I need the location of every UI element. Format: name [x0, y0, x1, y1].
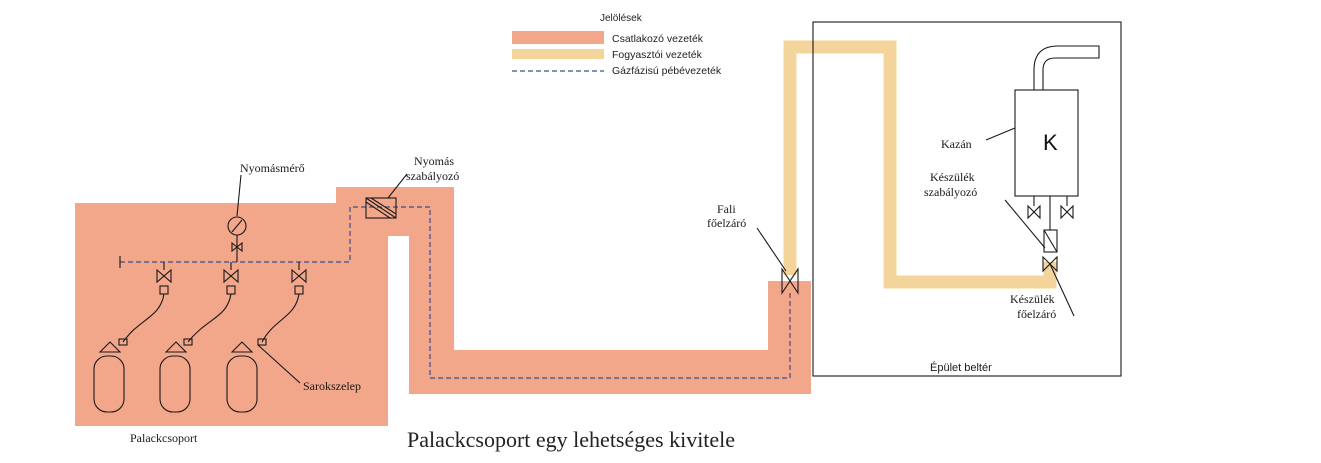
legend-label-consumer-pipe: Fogyasztói vezeték — [612, 49, 703, 61]
boiler-valve-left-icon — [1027, 204, 1041, 220]
legend: Jelölések Csatlakozó vezeték Fogyasztói … — [512, 13, 722, 77]
device-regulator-icon — [1043, 229, 1058, 253]
cylinder-group-area — [75, 203, 388, 426]
boiler-letter: K — [1043, 130, 1058, 155]
cylinder-1-valve-icon — [156, 268, 172, 284]
gap-above-pipe — [454, 236, 768, 350]
boiler-label: Kazán — [941, 137, 972, 151]
device-main-valve: Készülék főelzáró — [1010, 255, 1075, 321]
pipe-horizontal-section — [409, 350, 811, 394]
cylinder-2-valve-icon — [223, 268, 239, 284]
boiler-valve-right-icon — [1060, 204, 1074, 220]
legend-swatch-consumer-pipe — [512, 49, 604, 59]
device-valve-label-1: Készülék — [1010, 292, 1055, 306]
wall-valve-label-1: Fali — [717, 202, 736, 216]
pressure-regulator: Nyomás szabályozó — [365, 154, 459, 219]
building-interior-label: Épület beltér — [930, 361, 992, 374]
diagram-caption: Palackcsoport egy lehetséges kivitele — [407, 427, 735, 452]
legend-label-gas-phase-pipe: Gázfázisú pébévezeték — [612, 65, 722, 77]
manifold: Nyomásmérő — [119, 161, 305, 268]
device-valve-icon — [1042, 255, 1058, 273]
regulator-area — [336, 187, 454, 236]
cylinder-1-icon — [93, 355, 125, 413]
device-valve-label-2: főelzáró — [1017, 307, 1056, 321]
boiler: K Kazán — [941, 45, 1100, 230]
cylinder-group-label: Palackcsoport — [130, 431, 198, 445]
corner-valve-label: Sarokszelep — [303, 379, 361, 393]
pressure-gauge-label: Nyomásmérő — [240, 161, 305, 175]
device-regulator: Készülék szabályozó — [924, 170, 1058, 253]
flue-pipe — [1033, 45, 1100, 90]
building-outline — [812, 21, 1122, 377]
device-regulator-label-1: Készülék — [930, 170, 975, 184]
cylinder-3-icon — [226, 355, 258, 413]
cylinder-2 — [159, 262, 239, 413]
wall-valve-icon — [781, 267, 799, 295]
pressure-regulator-icon — [365, 197, 397, 219]
notch-gap — [388, 236, 409, 426]
cylinder-3: Sarokszelep — [226, 262, 361, 413]
cylinder-3-valve-icon — [291, 268, 307, 284]
boiler-icon — [1014, 89, 1079, 197]
device-regulator-label-2: szabályozó — [924, 185, 977, 199]
legend-title: Jelölések — [600, 13, 643, 24]
legend-label-connecting-pipe: Csatlakozó vezeték — [612, 33, 704, 45]
cylinder-1 — [93, 262, 172, 413]
gas-phase-pipe — [120, 206, 791, 379]
pressure-regulator-label-1: Nyomás — [414, 154, 454, 168]
cylinder-2-icon — [159, 355, 191, 413]
pressure-regulator-label-2: szabályozó — [406, 169, 459, 183]
gauge-valve-icon — [231, 241, 243, 253]
wall-main-valve: Fali főelzáró — [707, 202, 799, 295]
consumer-pipe — [783, 40, 1057, 289]
legend-swatch-connecting-pipe — [512, 31, 604, 44]
wall-valve-label-2: főelzáró — [707, 216, 746, 230]
